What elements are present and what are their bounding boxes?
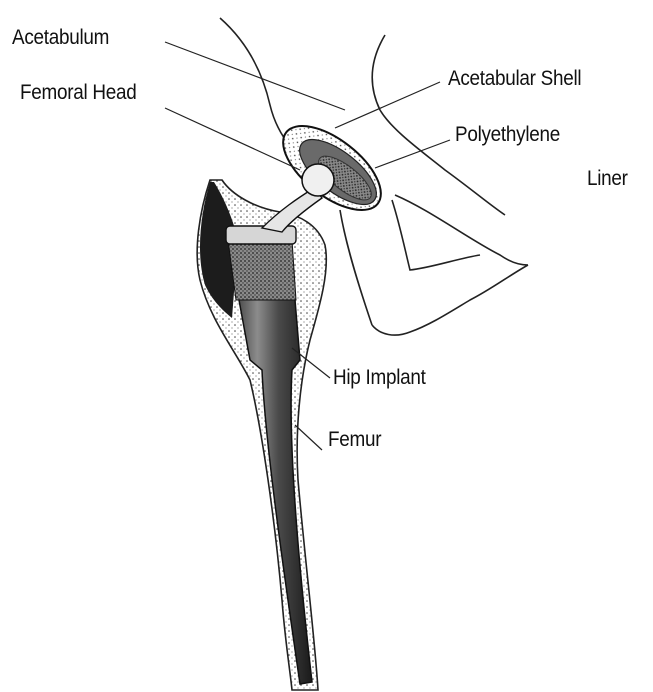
polyethylene-label: Polyethylene <box>455 123 560 147</box>
hip-implant-label: Hip Implant <box>333 366 426 390</box>
femoral-head-label: Femoral Head <box>20 81 137 105</box>
femur-leader <box>295 425 322 450</box>
femur-label: Femur <box>328 428 381 452</box>
femoral-head-leader <box>165 108 300 170</box>
acetabulum-label: Acetabulum <box>12 26 109 50</box>
acetabular-shell-label: Acetabular Shell <box>448 67 581 91</box>
liner-label: Liner <box>587 167 628 191</box>
acetabulum-leader <box>165 42 345 110</box>
